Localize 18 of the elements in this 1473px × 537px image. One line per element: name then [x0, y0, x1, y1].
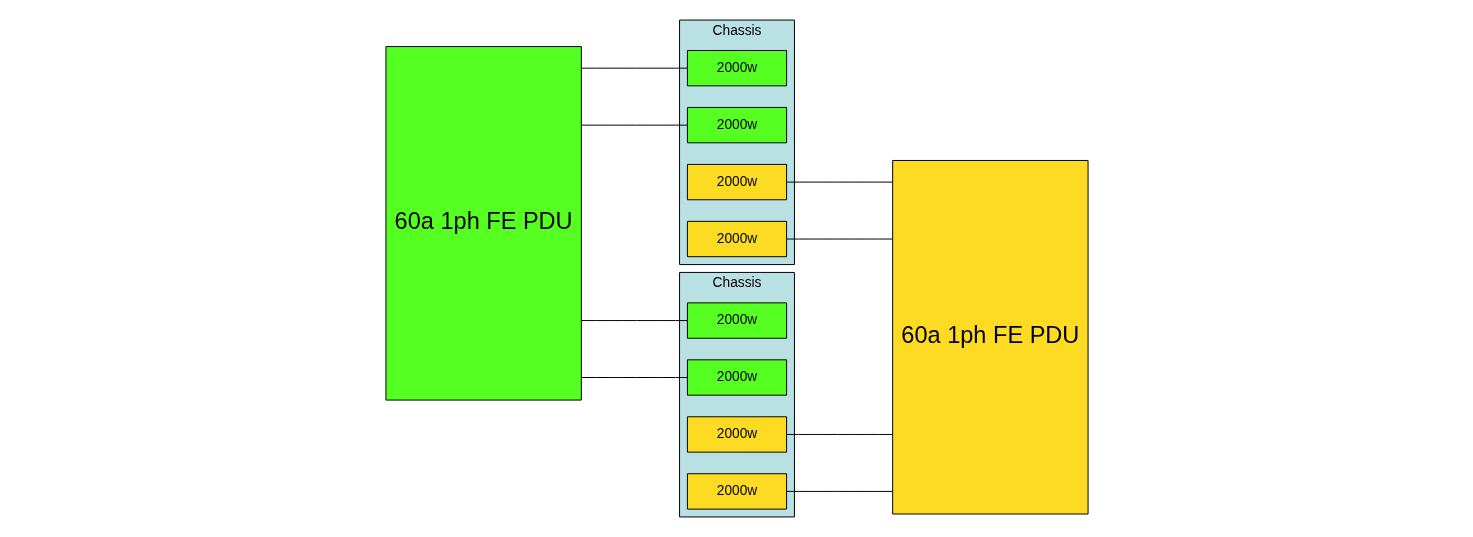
connector: [580, 124, 688, 126]
node-box: 2000w: [686, 302, 787, 339]
node-box: 2000w: [686, 220, 787, 258]
node-box: 2000w: [686, 50, 787, 87]
node-box: 2000w: [686, 473, 787, 510]
node-box: 2000w: [686, 163, 787, 201]
connector: [785, 181, 893, 183]
connector: [785, 433, 893, 435]
connector: [580, 320, 688, 322]
node-box: 2000w: [686, 359, 787, 396]
node-box: 60a 1ph FE PDU: [891, 160, 1089, 515]
node-box: 2000w: [686, 106, 787, 144]
connector: [580, 67, 688, 69]
node-box: 60a 1ph FE PDU: [384, 46, 582, 401]
node-box: 2000w: [686, 416, 787, 453]
connector: [580, 377, 688, 378]
connector: [785, 238, 893, 240]
connector: [785, 490, 893, 492]
